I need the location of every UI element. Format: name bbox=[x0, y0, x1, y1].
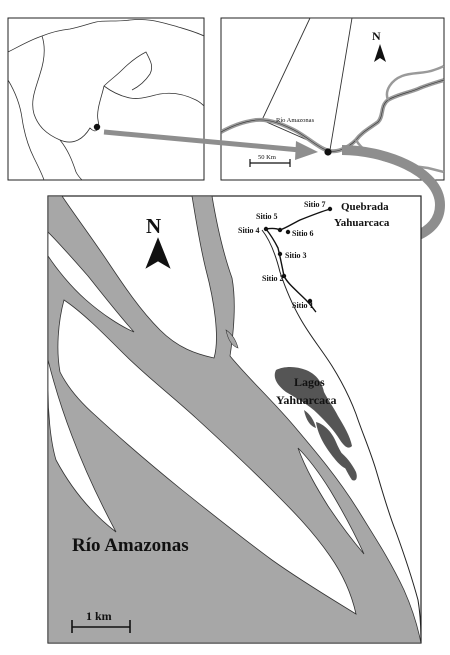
site-4-marker bbox=[263, 226, 269, 232]
stream-label-line1: Quebrada bbox=[341, 201, 389, 213]
main-river-label: Río Amazonas bbox=[72, 535, 189, 556]
site-7-label: Sitio 7 bbox=[304, 200, 326, 209]
inset-regional-frame bbox=[220, 17, 445, 181]
main-north-arrow: N bbox=[145, 214, 171, 269]
main-north-letter: N bbox=[146, 214, 161, 238]
regional-river-label: Río Amazonas bbox=[276, 117, 315, 124]
site-4-label: Sitio 4 bbox=[238, 226, 260, 235]
regional-study-marker bbox=[324, 148, 332, 156]
river-island-small bbox=[297, 447, 365, 555]
pacific-coastline bbox=[8, 79, 45, 180]
southwest-bank bbox=[48, 359, 117, 533]
amazon-river-water bbox=[48, 196, 421, 643]
locator-arrow-icon bbox=[103, 129, 301, 153]
regional-north-letter: N bbox=[372, 29, 381, 43]
main-scale-bar bbox=[71, 620, 131, 633]
southern-border bbox=[59, 139, 83, 180]
colombia-border bbox=[32, 35, 153, 143]
inset-regional: Río Amazonas 50 Km N bbox=[220, 17, 445, 181]
terrace-boundary bbox=[261, 229, 421, 643]
site-6-marker bbox=[285, 229, 291, 235]
site-2-marker bbox=[281, 273, 287, 279]
quebrada-yahuarcaca-stream bbox=[264, 208, 331, 313]
site-1-marker bbox=[307, 298, 313, 304]
locator-arrowhead-icon bbox=[295, 141, 318, 160]
site-1-label: Sitio 1 bbox=[292, 301, 314, 310]
regional-north-arrow-icon bbox=[374, 44, 386, 62]
yahuarcaca-lakes bbox=[274, 367, 357, 481]
site-3-marker bbox=[277, 251, 283, 257]
venezuela-border bbox=[103, 85, 204, 107]
study-area-marker bbox=[93, 123, 101, 131]
inset-colombia-frame bbox=[7, 17, 205, 181]
main-north-arrow-icon bbox=[145, 237, 171, 269]
site-7-marker bbox=[327, 206, 333, 212]
main-map: Sitio 7 Sitio 5 Sitio 4 Sitio 6 Sitio 3 … bbox=[47, 195, 422, 644]
side-channel bbox=[225, 329, 239, 349]
main-scale-label: 1 km bbox=[86, 609, 112, 623]
sampling-sites bbox=[263, 206, 333, 304]
regional-scale-bar bbox=[249, 159, 291, 167]
regional-north-arrow: N bbox=[372, 29, 386, 62]
site-5-marker bbox=[277, 227, 283, 233]
lake-label-line1: Lagos bbox=[294, 375, 325, 389]
site-2-label: Sitio 2 bbox=[262, 274, 284, 283]
river-island-north bbox=[48, 231, 135, 333]
stream-label-line2: Yahuarcaca bbox=[334, 217, 390, 229]
site-6-label: Sitio 6 bbox=[292, 229, 314, 238]
regional-scale-label: 50 Km bbox=[258, 154, 276, 161]
inset-colombia bbox=[7, 17, 205, 181]
regional-tributary bbox=[385, 64, 444, 101]
river-island-main bbox=[57, 299, 357, 615]
site-3-label: Sitio 3 bbox=[285, 251, 307, 260]
lake-label-line2: Yahuarcaca bbox=[276, 393, 336, 407]
site-5-label: Sitio 5 bbox=[256, 212, 278, 221]
